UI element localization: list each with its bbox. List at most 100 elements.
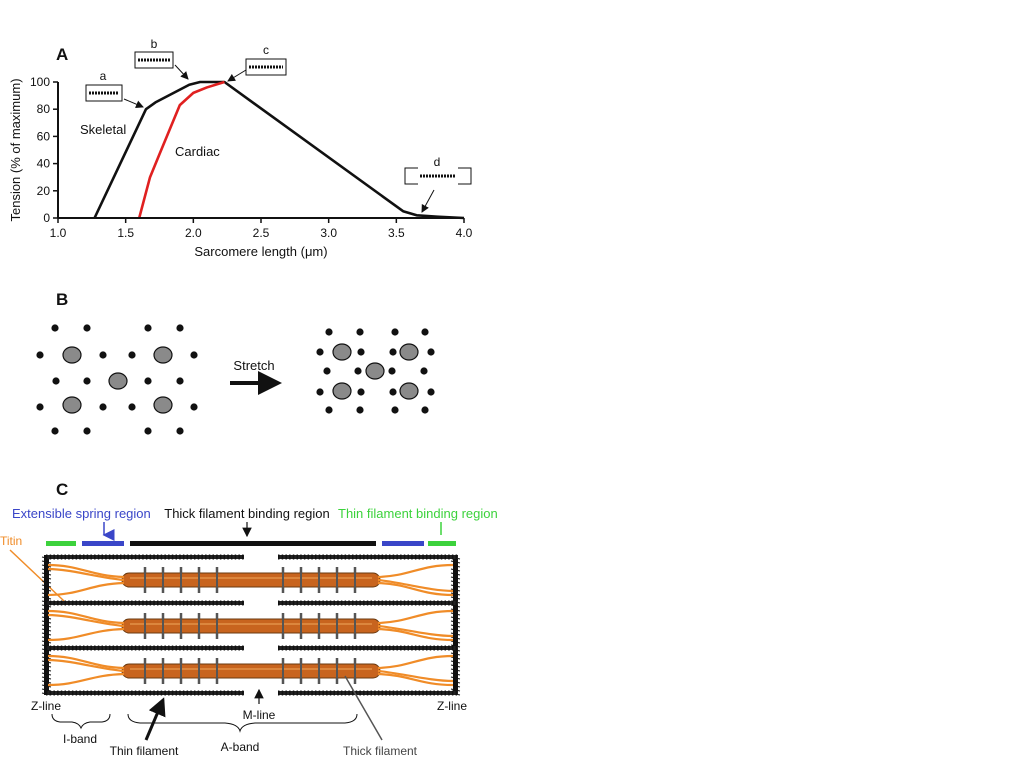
z-line-tick xyxy=(450,608,461,612)
titin-strand xyxy=(47,658,125,673)
panel-b-label: B xyxy=(56,290,68,309)
thin-filament-dot xyxy=(83,427,91,435)
thin-filament-dot xyxy=(391,406,399,414)
sarcomere-diagram xyxy=(41,554,461,696)
titin-strand xyxy=(47,654,125,670)
z-line-tick xyxy=(41,596,52,600)
inset-c: c xyxy=(227,43,287,82)
thick-filament-disc xyxy=(153,396,173,414)
z-line-tick xyxy=(450,668,461,672)
y-tick-label: 0 xyxy=(43,211,50,225)
thin-filament xyxy=(46,646,244,650)
thick-filament xyxy=(121,618,381,634)
x-axis-label: Sarcomere length (μm) xyxy=(194,244,327,259)
thin-filament-dot xyxy=(144,377,152,385)
thin-filament-dot xyxy=(51,324,59,332)
thin-filament-dot xyxy=(176,377,184,385)
z-line-tick xyxy=(450,676,461,680)
lattice-relaxed xyxy=(36,324,198,435)
z-line xyxy=(453,555,458,695)
thin-filament-dot xyxy=(51,427,59,435)
thick-filament-disc xyxy=(332,343,352,361)
panel-c-label: C xyxy=(56,480,68,499)
thick-filament-disc xyxy=(365,362,385,380)
y-tick-label: 80 xyxy=(37,102,51,116)
z-line-tick xyxy=(450,656,461,660)
z-line-tick xyxy=(41,564,52,568)
series-label-cardiac: Cardiac xyxy=(175,144,220,159)
z-line-tick xyxy=(450,688,461,692)
thick-filament xyxy=(121,663,381,679)
y-tick-label: 100 xyxy=(30,75,50,89)
thin-filament-dot xyxy=(190,351,198,359)
z-line-tick xyxy=(41,652,52,656)
thin-filament-dot xyxy=(52,377,60,385)
thin-filament-dot xyxy=(323,367,331,375)
z-line-tick xyxy=(450,624,461,628)
titin-strand xyxy=(377,563,454,579)
thin-filament xyxy=(46,691,244,695)
a-band-brace xyxy=(127,713,358,733)
legend-spring-text: Extensible spring region xyxy=(12,506,151,521)
z-line-tick xyxy=(450,616,461,620)
thin-filament-dot xyxy=(144,427,152,435)
thick-filament-disc xyxy=(399,382,419,400)
m-line-label: M-line xyxy=(243,708,276,722)
z-line-tick xyxy=(41,572,52,576)
stretch-label: Stretch xyxy=(233,358,274,373)
z-line-tick xyxy=(450,672,461,676)
y-tick-label: 40 xyxy=(37,157,51,171)
z-line-tick xyxy=(450,620,461,624)
thin-filament-dot xyxy=(325,328,333,336)
thin-binding-bar-right xyxy=(428,541,456,546)
z-line-tick xyxy=(41,668,52,672)
panel-b: B Stretch xyxy=(36,290,435,435)
thin-filament-dot xyxy=(391,328,399,336)
z-line-tick xyxy=(41,628,52,632)
thick-filament-disc xyxy=(62,396,82,414)
thick-filament-disc xyxy=(153,346,173,364)
thick-binding-bar xyxy=(130,541,376,546)
thin-filament-dot xyxy=(176,324,184,332)
thick-filament-disc xyxy=(108,372,128,390)
titin-label: Titin xyxy=(0,534,22,548)
thin-filament-dot xyxy=(356,406,364,414)
spring-bar-right xyxy=(382,541,424,546)
z-line-tick xyxy=(450,664,461,668)
thin-filament-dot xyxy=(99,403,107,411)
z-line-tick xyxy=(450,660,461,664)
z-line-tick xyxy=(450,640,461,644)
thin-filament-dot xyxy=(389,348,397,356)
thin-filament-label: Thin filament xyxy=(110,744,179,758)
titin-strand xyxy=(377,672,454,687)
inset-d-label: d xyxy=(434,155,441,169)
thin-filament-dot xyxy=(316,348,324,356)
z-line-tick xyxy=(41,560,52,564)
spring-bar-left xyxy=(82,541,124,546)
thin-filament-dot xyxy=(36,351,44,359)
z-line-tick xyxy=(41,656,52,660)
z-line-tick xyxy=(41,636,52,640)
z-line-tick xyxy=(41,584,52,588)
titin-strand xyxy=(47,609,125,625)
z-line-tick xyxy=(41,568,52,572)
thick-filament-pointer xyxy=(344,675,383,741)
y-axis-label: Tension (% of maximum) xyxy=(8,78,23,221)
z-line-tick xyxy=(450,628,461,632)
thin-filament-dot xyxy=(325,406,333,414)
z-line-tick xyxy=(41,672,52,676)
titin-strand xyxy=(47,613,125,628)
titin-pointer xyxy=(9,549,65,602)
inset-c-label: c xyxy=(263,43,269,57)
thick-filament-label: Thick filament xyxy=(343,744,418,758)
thin-filament-dot xyxy=(36,403,44,411)
z-line-tick xyxy=(450,568,461,572)
thin-filament-dot xyxy=(99,351,107,359)
lattice-stretched xyxy=(316,328,435,414)
z-line-tick xyxy=(450,612,461,616)
titin-strand xyxy=(377,609,454,625)
thin-filament-dot xyxy=(83,377,91,385)
thin-filament-dot xyxy=(421,328,429,336)
thick-filament-disc xyxy=(332,382,352,400)
z-line-tick xyxy=(41,624,52,628)
